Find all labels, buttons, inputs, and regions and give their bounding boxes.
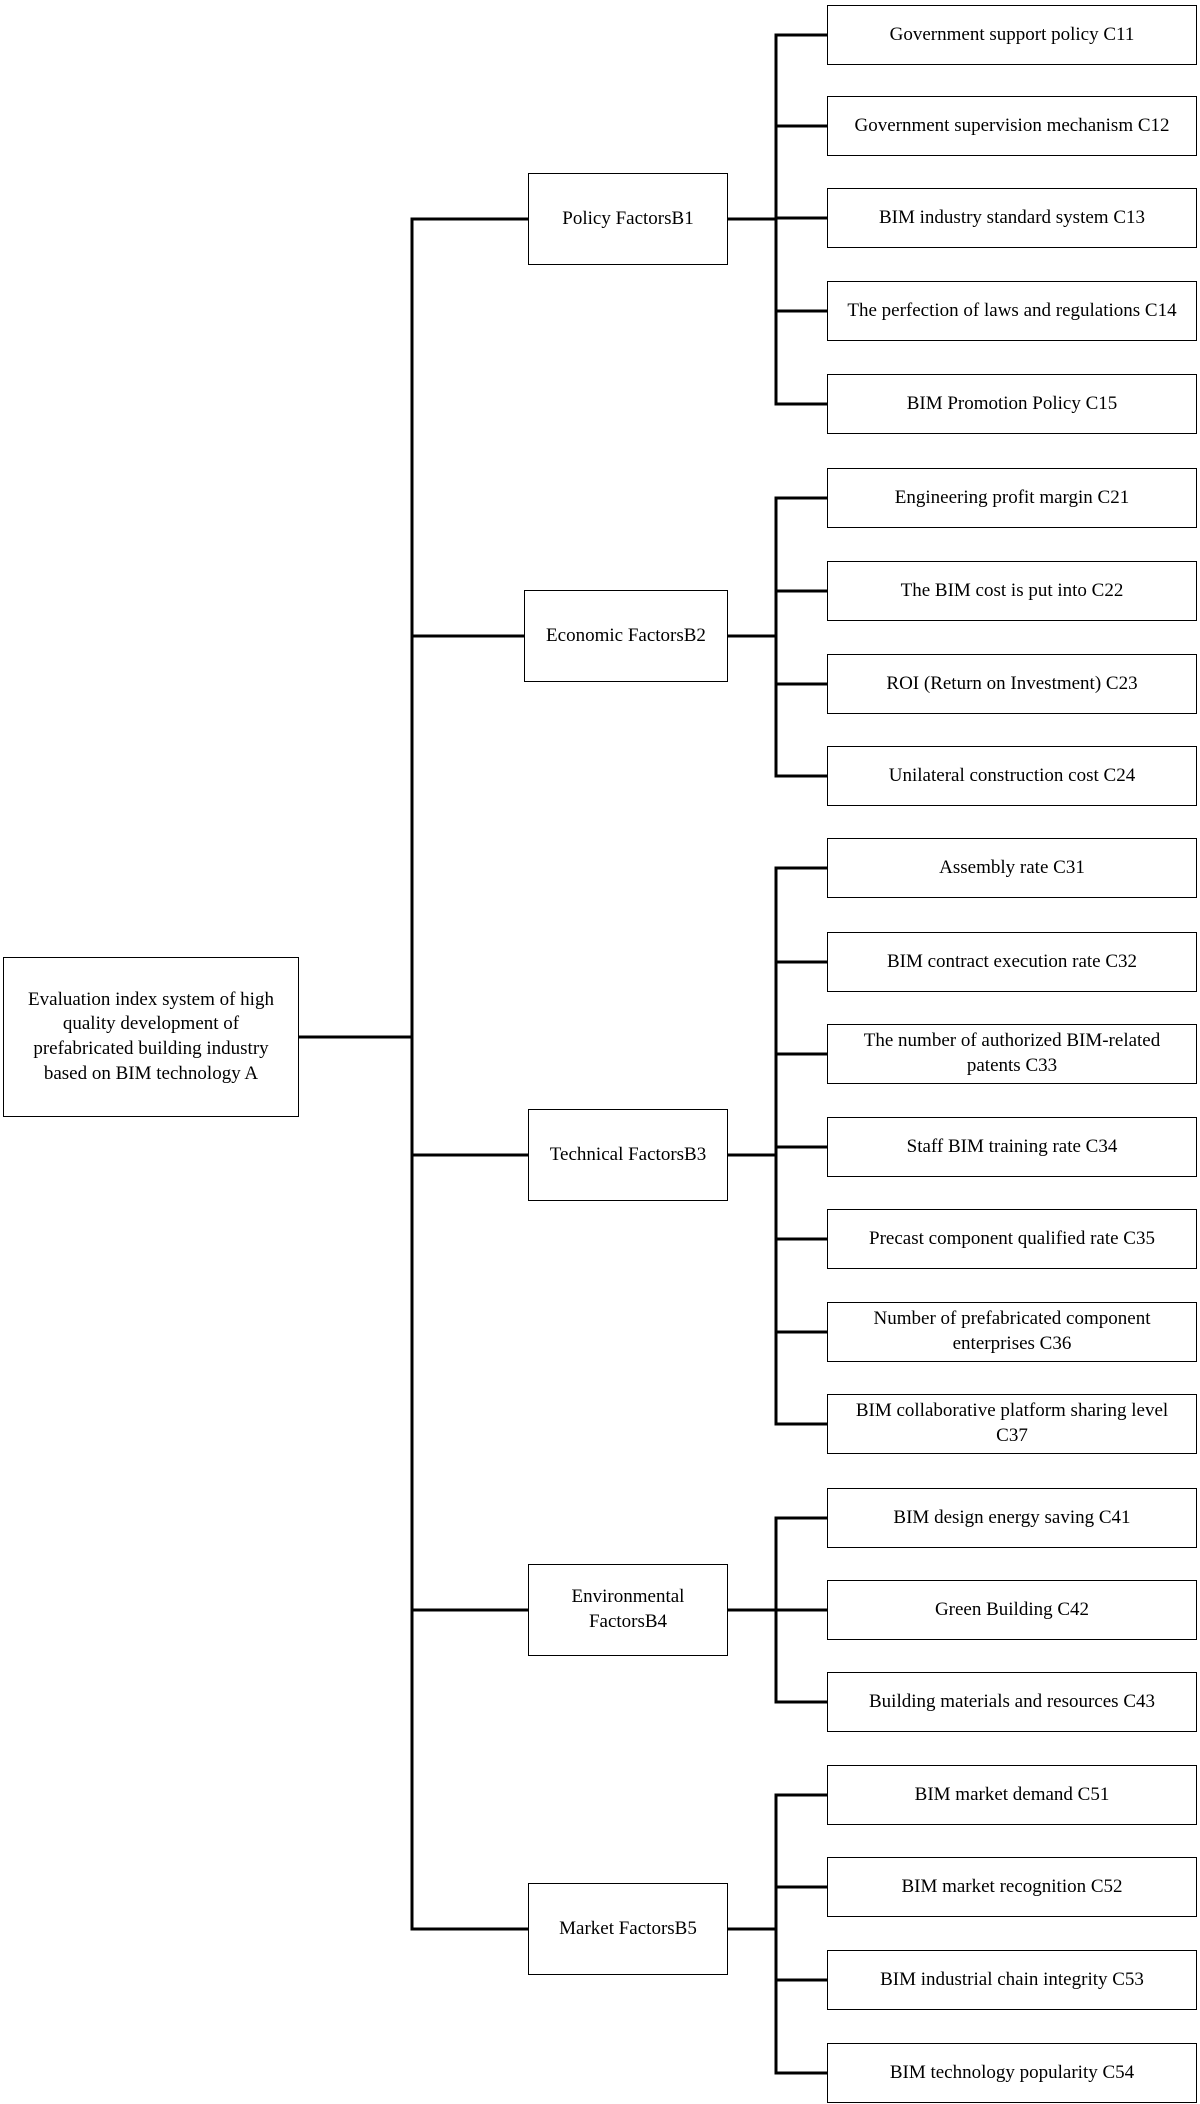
indicator-node-c34: Staff BIM training rate C34: [827, 1117, 1197, 1177]
factor-node-b2: Economic FactorsB2: [524, 590, 728, 682]
indicator-node-c33: The number of authorized BIM-related pat…: [827, 1024, 1197, 1084]
indicator-node-c13: BIM industry standard system C13: [827, 188, 1197, 248]
indicator-node-c42: Green Building C42: [827, 1580, 1197, 1640]
indicator-node-c24: Unilateral construction cost C24: [827, 746, 1197, 806]
indicator-node-c41: BIM design energy saving C41: [827, 1488, 1197, 1548]
factor-node-b4: Environmental FactorsB4: [528, 1564, 728, 1656]
indicator-node-c37: BIM collaborative platform sharing level…: [827, 1394, 1197, 1454]
indicator-node-c36: Number of prefabricated component enterp…: [827, 1302, 1197, 1362]
indicator-node-c43: Building materials and resources C43: [827, 1672, 1197, 1732]
indicator-node-c12: Government supervision mechanism C12: [827, 96, 1197, 156]
indicator-node-c53: BIM industrial chain integrity C53: [827, 1950, 1197, 2010]
indicator-node-c35: Precast component qualified rate C35: [827, 1209, 1197, 1269]
indicator-node-c51: BIM market demand C51: [827, 1765, 1197, 1825]
indicator-node-c23: ROI (Return on Investment) C23: [827, 654, 1197, 714]
indicator-node-c11: Government support policy C11: [827, 5, 1197, 65]
indicator-node-c52: BIM market recognition C52: [827, 1857, 1197, 1917]
root-node: Evaluation index system of high quality …: [3, 957, 299, 1117]
indicator-node-c15: BIM Promotion Policy C15: [827, 374, 1197, 434]
factor-node-b5: Market FactorsB5: [528, 1883, 728, 1975]
factor-node-b1: Policy FactorsB1: [528, 173, 728, 265]
indicator-node-c14: The perfection of laws and regulations C…: [827, 281, 1197, 341]
indicator-node-c54: BIM technology popularity C54: [827, 2043, 1197, 2103]
indicator-node-c21: Engineering profit margin C21: [827, 468, 1197, 528]
factor-node-b3: Technical FactorsB3: [528, 1109, 728, 1201]
indicator-node-c32: BIM contract execution rate C32: [827, 932, 1197, 992]
indicator-node-c31: Assembly rate C31: [827, 838, 1197, 898]
indicator-node-c22: The BIM cost is put into C22: [827, 561, 1197, 621]
